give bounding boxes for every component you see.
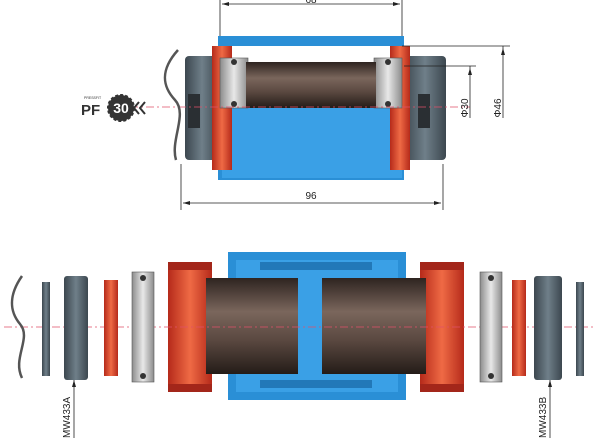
- exploded-wave-washer: [10, 275, 26, 379]
- exploded-right-seal: [512, 280, 526, 376]
- right-cup-assembly: [373, 46, 446, 170]
- label-mw433b: MW433B: [538, 380, 552, 438]
- dimension-phi30-label: Φ30: [460, 98, 471, 118]
- svg-text:PF: PF: [81, 102, 100, 119]
- right-cover-logo-mark: [418, 94, 430, 128]
- dimension-phi46-label: Φ46: [493, 98, 504, 118]
- exploded-spindle-right: [322, 278, 426, 374]
- exploded-right-cover: [534, 276, 562, 380]
- exploded-right-shim: [576, 282, 584, 376]
- dimension-68-label: 68: [305, 0, 317, 6]
- wave-washer-top: [163, 49, 181, 161]
- pf30-chevrons: [132, 101, 146, 115]
- part-label-left: MW433A: [62, 397, 73, 438]
- left-cup-assembly: [185, 46, 249, 170]
- exploded-left-bearing: [131, 271, 155, 383]
- dimension-68: 68: [219, 0, 403, 42]
- pf30-badge: [108, 95, 134, 121]
- dimension-diameters: Φ30 Φ46: [402, 45, 510, 118]
- spindle-tube: [246, 62, 376, 108]
- left-bearing: [219, 57, 249, 109]
- part-label-right: MW433B: [538, 397, 549, 438]
- exploded-left-cover: [64, 276, 88, 380]
- frame-shell-top: [218, 36, 404, 46]
- dimension-96: 96: [180, 164, 444, 210]
- svg-text:PRESSFIT: PRESSFIT: [84, 96, 102, 100]
- left-cover-logo-mark: [188, 94, 200, 128]
- pf30-logo: PRESSFIT PF 30: [81, 94, 146, 122]
- exploded-left-seal: [104, 280, 118, 376]
- assembled-view: 68: [81, 0, 510, 210]
- exploded-left-cup: [168, 262, 212, 392]
- exploded-view: MW433A MW433B: [4, 252, 596, 438]
- exploded-spindle-left: [206, 278, 298, 374]
- right-bearing: [373, 57, 403, 109]
- left-outer-cover: [185, 56, 219, 160]
- exploded-right-bearing: [479, 271, 503, 383]
- exploded-left-shim: [42, 282, 50, 376]
- label-mw433a: MW433A: [62, 380, 76, 438]
- svg-text:30: 30: [113, 100, 129, 116]
- dimension-96-label: 96: [305, 191, 317, 202]
